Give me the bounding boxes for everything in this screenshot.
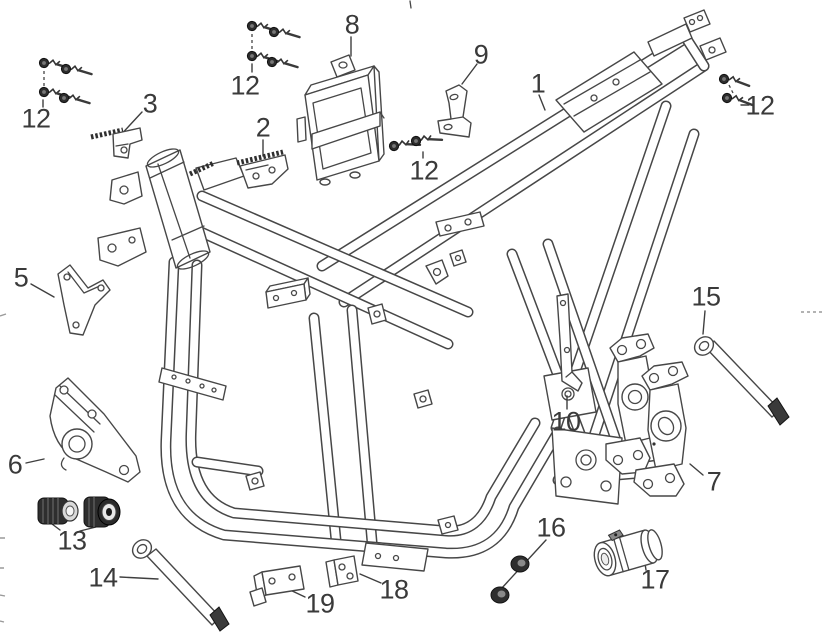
part-6-engine-mount-arm <box>49 377 141 483</box>
callout-12-b: 12 <box>230 70 260 101</box>
part-2-bracket <box>236 149 289 189</box>
part-5-v-bracket <box>57 264 111 336</box>
part-13-rubber-mounts <box>37 496 121 528</box>
part-10-strap-bracket <box>556 293 583 392</box>
callout-16: 16 <box>536 512 566 543</box>
callout-18: 18 <box>379 574 409 605</box>
callout-12-d: 12 <box>745 90 775 121</box>
callout-3: 3 <box>142 88 158 119</box>
callout-15: 15 <box>691 281 721 312</box>
callout-1: 1 <box>530 68 546 99</box>
callout-13: 13 <box>57 525 87 556</box>
part-7-mount-bracket <box>605 333 689 497</box>
callout-9: 9 <box>473 39 489 70</box>
steering-head <box>97 148 245 270</box>
part-8-battery-box <box>296 54 385 186</box>
frame-body <box>97 9 727 572</box>
screw-set-center <box>387 132 444 153</box>
callout-5: 5 <box>13 262 29 293</box>
backbone-brackets <box>265 211 485 325</box>
part-15-pivot-bolt <box>693 336 790 426</box>
callout-10: 10 <box>551 406 581 437</box>
part-3-bracket <box>90 127 143 159</box>
callout-12-c: 12 <box>409 155 439 186</box>
screw-set-top-right <box>717 72 755 110</box>
cradle-brackets <box>158 367 459 572</box>
screw-set-top-left <box>37 56 94 108</box>
part-16-nuts <box>490 555 530 604</box>
part-18-bracket <box>325 555 359 588</box>
callout-7: 7 <box>706 466 722 497</box>
seat-plate <box>555 51 663 133</box>
part-17-spacer-sleeve <box>593 529 663 577</box>
scan-artifacts <box>0 0 824 623</box>
callout-6: 6 <box>7 449 23 480</box>
callout-19: 19 <box>305 588 335 619</box>
part-14-engine-bolt <box>131 539 230 632</box>
callout-17: 17 <box>640 564 670 595</box>
callout-12-a: 12 <box>21 103 51 134</box>
callout-2: 2 <box>255 112 271 143</box>
part-9-bracket <box>437 84 472 138</box>
screw-set-upper-mid <box>245 19 302 72</box>
callout-8: 8 <box>344 9 360 40</box>
tail-brackets <box>647 9 727 61</box>
callout-14: 14 <box>88 562 118 593</box>
part-19-bracket <box>249 565 305 607</box>
